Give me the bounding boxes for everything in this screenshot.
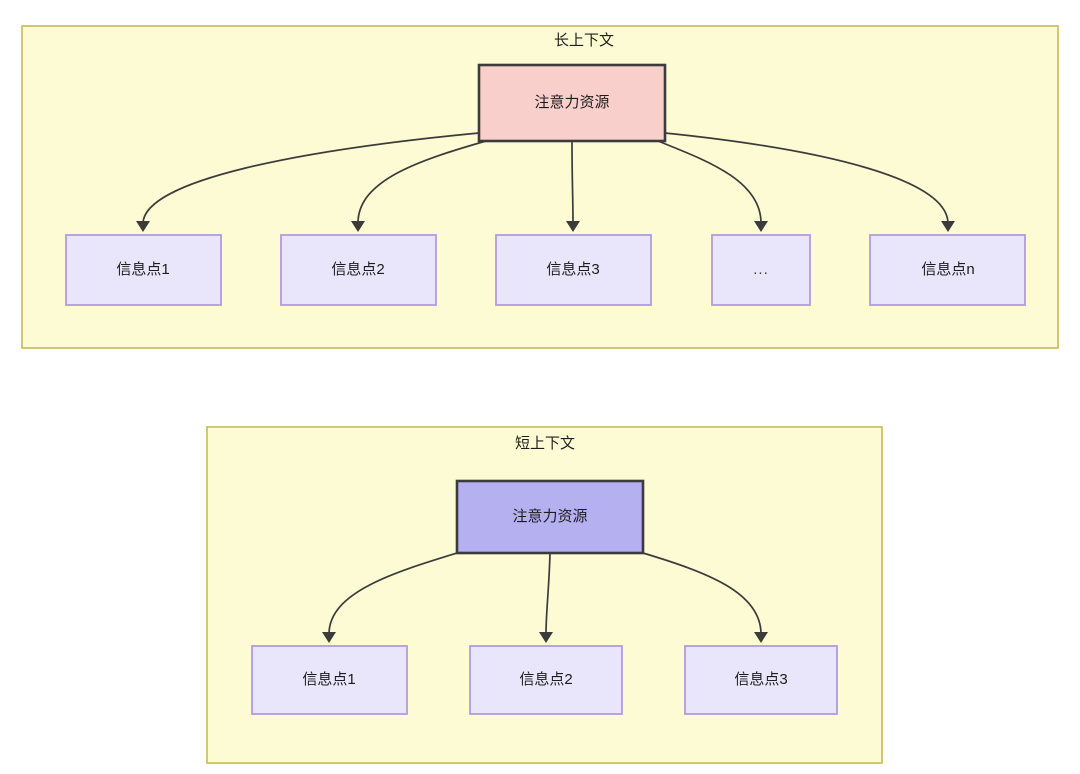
arrow-head-icon [941,221,955,232]
leaf-node-label-long-context-3: ... [753,261,769,278]
leaf-node-label-long-context-1: 信息点2 [331,261,384,278]
leaf-node-label-short-context-1: 信息点2 [519,671,572,688]
edge-short-context-1 [545,552,551,635]
arrow-head-icon [539,632,553,643]
edge-long-context-2 [571,140,574,224]
arrow-head-icon [322,632,336,643]
panel-title-short-context: 短上下文 [515,435,575,452]
leaf-node-long-context-1[interactable] [280,234,437,306]
leaf-node-label-long-context-2: 信息点3 [546,261,599,278]
leaf-node-long-context-4[interactable] [869,234,1026,306]
arrow-head-icon [351,221,365,232]
edge-short-context-2 [642,552,762,635]
edge-long-context-4 [664,132,949,224]
hub-node-short-context[interactable] [455,479,645,555]
arrow-head-icon [566,221,580,232]
hub-node-label-long-context: 注意力资源 [534,93,609,111]
edge-long-context-3 [657,140,762,224]
hub-node-long-context[interactable] [477,63,667,143]
arrow-head-icon [754,221,768,232]
panel-title-long-context: 长上下文 [554,32,614,49]
edge-long-context-1 [357,140,487,224]
leaf-node-long-context-2[interactable] [495,234,652,306]
edge-long-context-0 [142,132,480,224]
leaf-node-short-context-1[interactable] [469,645,623,715]
leaf-node-short-context-0[interactable] [251,645,408,715]
arrow-head-icon [136,221,150,232]
leaf-node-label-short-context-2: 信息点3 [734,671,787,688]
leaf-node-long-context-3[interactable] [711,234,811,306]
leaf-node-label-short-context-0: 信息点1 [302,671,355,688]
arrow-head-icon [754,632,768,643]
hub-node-label-short-context: 注意力资源 [512,507,587,525]
leaf-node-long-context-0[interactable] [65,234,222,306]
leaf-node-short-context-2[interactable] [684,645,838,715]
leaf-node-label-long-context-0: 信息点1 [116,261,169,278]
edge-short-context-0 [328,552,458,635]
leaf-node-label-long-context-4: 信息点n [921,261,974,278]
